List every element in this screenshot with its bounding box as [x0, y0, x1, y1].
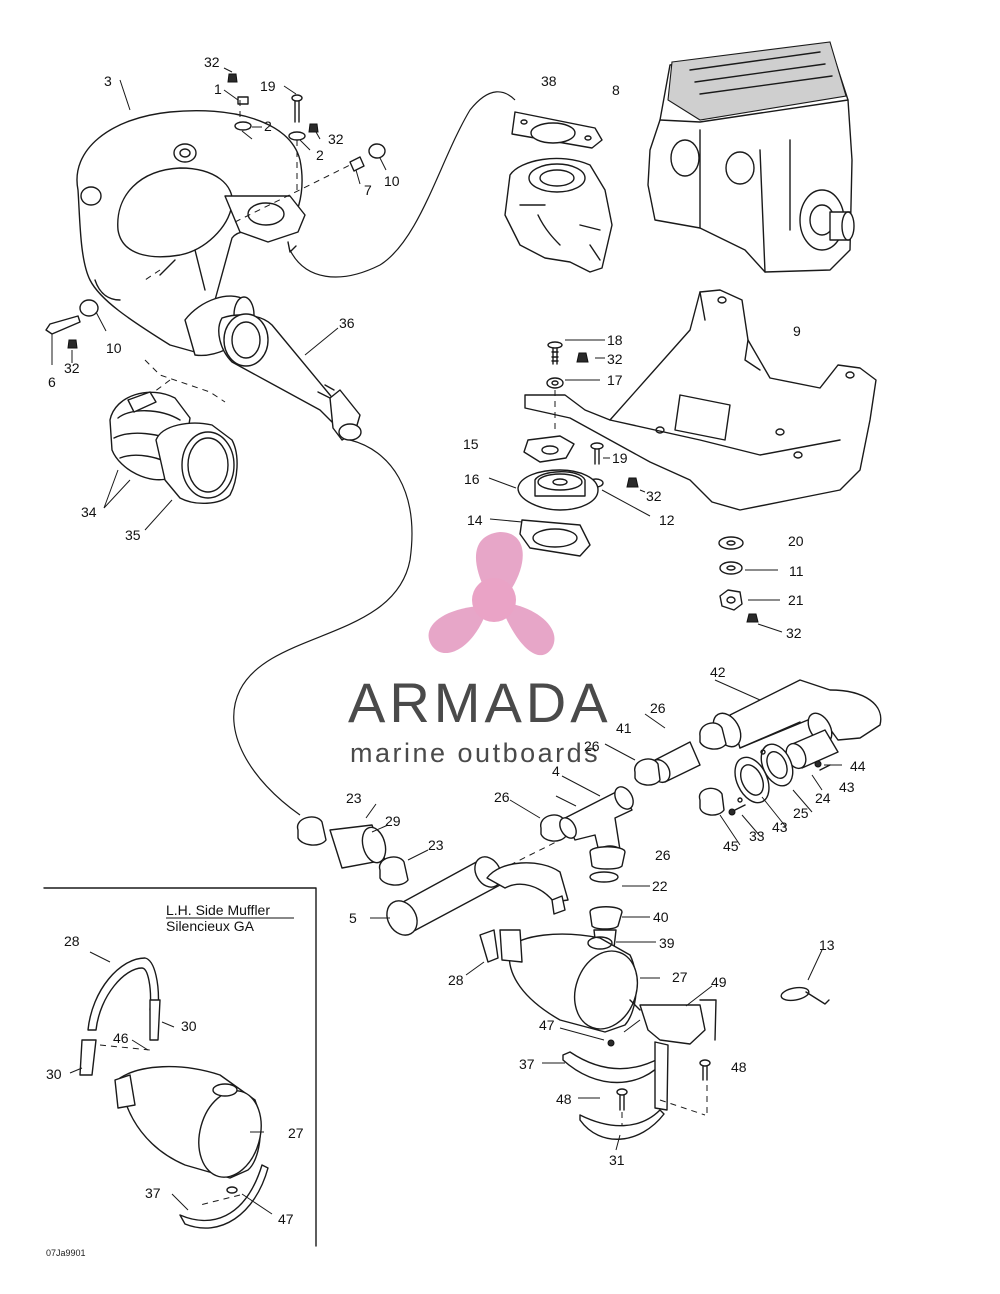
callout-40: 40: [653, 909, 669, 925]
callout-2: 2: [316, 147, 324, 163]
callout-32: 32: [204, 54, 220, 70]
callout-22: 22: [652, 878, 668, 894]
callout-32: 32: [328, 131, 344, 147]
callout-48: 48: [731, 1059, 747, 1075]
muffler-main: [465, 862, 660, 1041]
tuned-pipe: [218, 313, 362, 441]
callout-8: 8: [612, 82, 620, 98]
callout-5: 5: [349, 910, 357, 926]
exhaust-head-casting: [504, 157, 613, 273]
callout-32: 32: [607, 351, 623, 367]
callout-24: 24: [815, 790, 831, 806]
callout-45: 45: [723, 838, 739, 854]
callout-10: 10: [384, 173, 400, 189]
callouts: 32 1 2 19 3 32 2 7 10 38 8 10 6 32 36 9 …: [46, 54, 866, 1227]
callout-7: 7: [364, 182, 372, 198]
callout-17: 17: [607, 372, 623, 388]
callout-2: 2: [264, 118, 272, 134]
mount-washers: [718, 536, 783, 633]
callout-26: 26: [655, 847, 671, 863]
head-gasket-38: [511, 111, 603, 149]
callout-33: 33: [749, 828, 765, 844]
callout-35: 35: [125, 527, 141, 543]
inset-title-line2: Silencieux GA: [166, 918, 255, 934]
pipe-clamp-and-sleeve: [103, 391, 238, 531]
callout-3: 3: [104, 73, 112, 89]
assembly-curve-pipe: [233, 439, 413, 816]
callout-36: 36: [339, 315, 355, 331]
callout-14: 14: [467, 512, 483, 528]
callout-26: 26: [650, 700, 666, 716]
callout-30: 30: [46, 1066, 62, 1082]
muffler-brackets: [542, 985, 717, 1151]
callout-13: 13: [819, 937, 835, 953]
callout-43: 43: [772, 819, 788, 835]
assembly-curve-manifold: [289, 91, 516, 278]
callout-23: 23: [346, 790, 362, 806]
callout-31: 31: [609, 1152, 625, 1168]
engine-mount-rubber: [488, 435, 599, 557]
callout-32: 32: [646, 488, 662, 504]
callout-19: 19: [612, 450, 628, 466]
callout-37: 37: [519, 1056, 535, 1072]
callout-38: 38: [541, 73, 557, 89]
callout-28: 28: [64, 933, 80, 949]
callout-32: 32: [64, 360, 80, 376]
callout-44: 44: [850, 758, 866, 774]
callout-49: 49: [711, 974, 727, 990]
exhaust-manifold: [76, 109, 306, 357]
t-pipe: [559, 786, 634, 859]
callout-48: 48: [556, 1091, 572, 1107]
callout-18: 18: [607, 332, 623, 348]
callout-41: 41: [616, 720, 632, 736]
callout-10: 10: [106, 340, 122, 356]
callout-19: 19: [260, 78, 276, 94]
callout-25: 25: [793, 805, 809, 821]
callout-16: 16: [464, 471, 480, 487]
callout-32: 32: [786, 625, 802, 641]
brand-tagline: marine outboards: [350, 738, 600, 768]
inset-lh-side-muffler: L.H. Side Muffler Silencieux GA 07Ja9901: [43, 887, 317, 1258]
callout-47: 47: [539, 1017, 555, 1033]
callout-9: 9: [793, 323, 801, 339]
callout-47: 47: [278, 1211, 294, 1227]
pipe-5: [386, 839, 561, 936]
callout-15: 15: [463, 436, 479, 452]
callout-6: 6: [48, 374, 56, 390]
callout-27: 27: [672, 969, 688, 985]
callout-43: 43: [839, 779, 855, 795]
callout-27: 27: [288, 1125, 304, 1141]
muffler-fittings: [589, 846, 656, 949]
tie-strap-13: [780, 949, 830, 1005]
callout-26: 26: [584, 738, 600, 754]
engine-block: [647, 41, 855, 273]
callout-34: 34: [81, 504, 97, 520]
brand-name: ARMADA: [348, 671, 612, 734]
callout-11: 11: [789, 563, 804, 579]
callout-29: 29: [385, 813, 401, 829]
callout-1: 1: [214, 81, 222, 97]
propeller-logo-icon: [428, 532, 555, 656]
callout-46: 46: [113, 1030, 129, 1046]
callout-39: 39: [659, 935, 675, 951]
callout-20: 20: [788, 533, 804, 549]
callout-4: 4: [552, 763, 560, 779]
engine-mount-plate: [524, 289, 877, 511]
figure-code: 07Ja9901: [46, 1248, 86, 1258]
exhaust-hose-42: [712, 679, 882, 749]
tube-24-and-gaskets: [698, 729, 842, 846]
callout-42: 42: [710, 664, 726, 680]
callout-26: 26: [494, 789, 510, 805]
inset-title-line1: L.H. Side Muffler: [166, 902, 270, 918]
armada-watermark: ARMADA marine outboards: [348, 532, 612, 768]
callout-30: 30: [181, 1018, 197, 1034]
callout-21: 21: [788, 592, 804, 608]
callout-28: 28: [448, 972, 464, 988]
callout-23: 23: [428, 837, 444, 853]
clamps-26: [540, 722, 727, 842]
callout-37: 37: [145, 1185, 161, 1201]
hose-29-clamps: [296, 816, 409, 886]
callout-12: 12: [659, 512, 675, 528]
